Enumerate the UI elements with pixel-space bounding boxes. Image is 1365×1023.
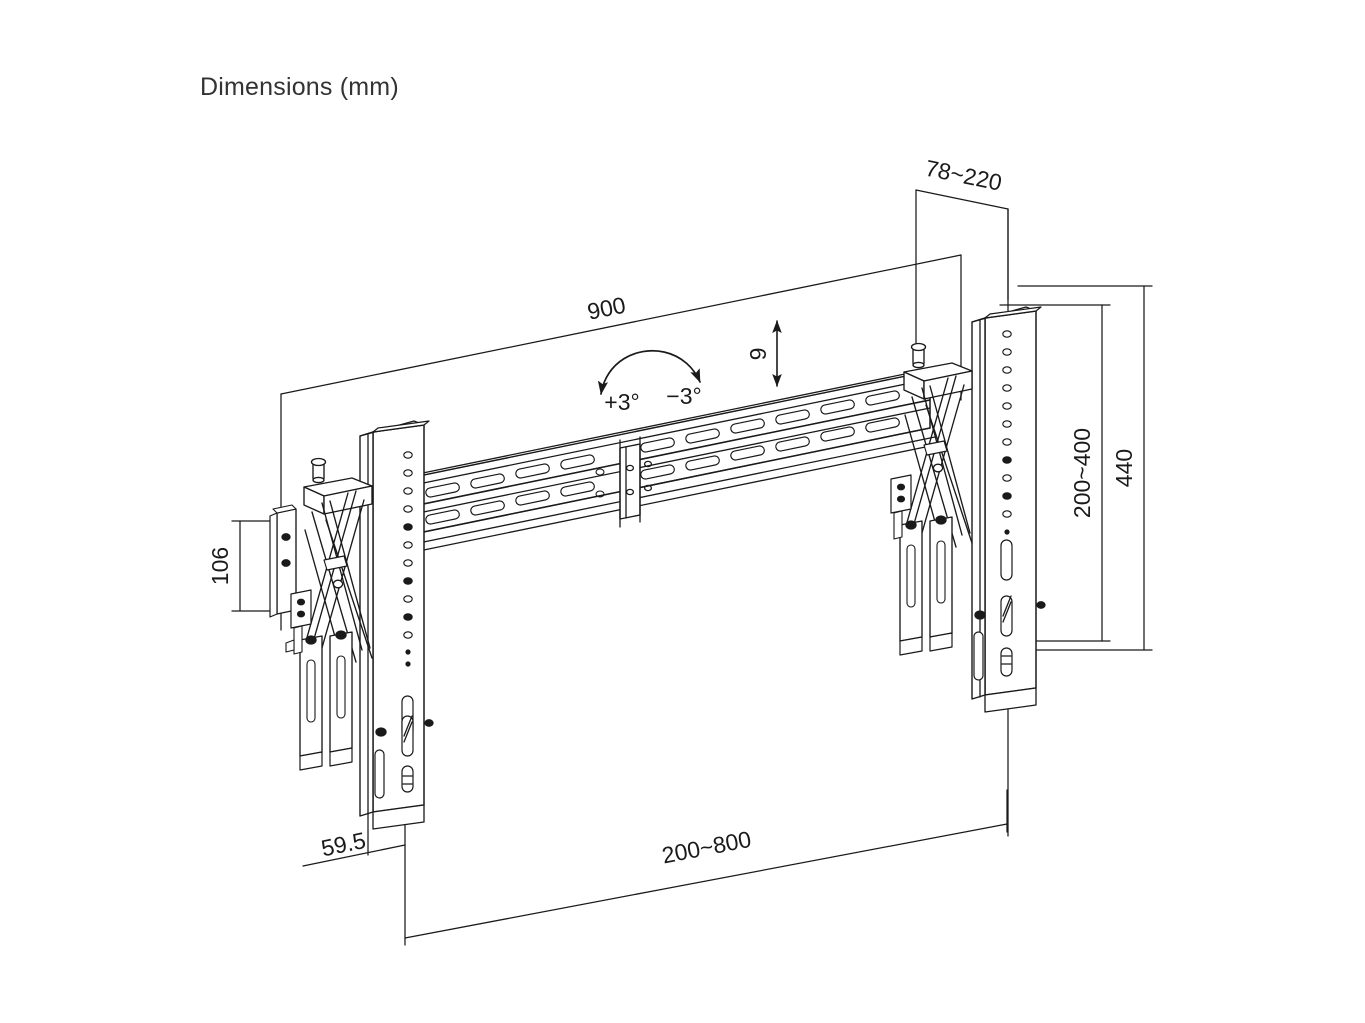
left-center-pivot <box>332 579 344 589</box>
right-rail-bottom-foot <box>984 687 1037 713</box>
rail-bottom-edge-1 <box>403 427 931 537</box>
left-hinge-bolt-1 <box>305 635 317 645</box>
upper-rail-fold <box>403 378 931 488</box>
right-plate-slot-2 <box>936 540 946 604</box>
right-lower-foot-2 <box>929 632 953 652</box>
left-latch <box>285 589 312 655</box>
dim-label-200-800: 200~800 <box>660 826 753 869</box>
page-title: Dimensions (mm) <box>200 73 399 101</box>
rail-bottom-edge-3 <box>413 443 941 553</box>
right-plate-slot-1 <box>906 544 916 608</box>
dim-label-78-220: 78~220 <box>923 155 1004 196</box>
right-link-e <box>925 404 973 544</box>
dim-label-440: 440 <box>1111 449 1137 487</box>
right-hinge-bolt-1 <box>905 520 917 530</box>
left-plate-slot-2 <box>336 655 346 719</box>
right-lower-foot <box>899 636 923 656</box>
left-plate-slot-1 <box>306 659 316 723</box>
dim-200-800-line <box>404 823 1008 939</box>
left-rail-side-bolt <box>424 719 434 727</box>
left-vertical-rail <box>359 420 434 830</box>
dim-900-line <box>280 254 962 395</box>
right-rail-slot-hatch-2 <box>1002 595 1012 617</box>
dim-label-59-5: 59.5 <box>319 827 368 861</box>
tilt-arc <box>597 350 701 395</box>
rail-holes <box>595 468 605 498</box>
horizontal-rail-assembly <box>403 366 941 553</box>
tilt-label-negative: −3° <box>666 383 701 409</box>
right-spacer-bar <box>923 440 948 456</box>
right-release-knob <box>910 342 927 369</box>
right-rail-holes <box>1002 330 1012 547</box>
left-release-knob <box>310 457 327 484</box>
right-rail-pivot-bolt <box>974 610 986 620</box>
rail-center-joiner <box>619 436 653 528</box>
right-center-pivot <box>932 463 944 473</box>
left-rail-holes <box>403 451 413 667</box>
left-rail-slot-hatch-2 <box>403 715 413 737</box>
right-scissor-arm-assembly <box>890 342 973 656</box>
left-lower-foot-2 <box>329 747 353 767</box>
left-rail-bottom-foot <box>372 804 425 830</box>
dim-label-9: 9 <box>745 348 771 361</box>
left-wall-plate <box>269 504 297 618</box>
right-rail-slots <box>973 539 1013 681</box>
right-vertical-rail <box>971 306 1046 713</box>
left-scissor-arm-assembly <box>269 457 373 771</box>
tilt-label-positive: +3° <box>604 389 639 415</box>
dimension-lines <box>231 189 1153 946</box>
lower-rail-fold <box>403 407 931 517</box>
left-rail-top-lip <box>372 420 430 433</box>
left-rail-slot-hatch <box>403 721 413 743</box>
left-link-a2 <box>329 500 371 649</box>
left-rail-pivot-bolt <box>375 727 387 737</box>
right-rail-slot-hatch <box>1002 601 1012 623</box>
left-lower-foot <box>299 751 323 771</box>
right-hinge-bolt-2 <box>935 515 947 525</box>
dim-label-900: 900 <box>585 292 628 325</box>
left-link-e <box>325 519 373 659</box>
right-latch <box>890 474 912 540</box>
right-link-a2 <box>929 385 971 534</box>
dim-label-200-400: 200~400 <box>1069 428 1095 518</box>
left-spacer-bar <box>323 555 348 571</box>
right-rail-side-bolt <box>1036 601 1046 609</box>
dim-59-5-line <box>302 844 406 867</box>
left-hinge-bolt-2 <box>335 630 347 640</box>
dim-78-220-line <box>915 189 1009 210</box>
rail-bottom-edge-2 <box>408 436 936 546</box>
dim-label-106: 106 <box>207 547 233 585</box>
right-rail-top-lip <box>984 306 1042 319</box>
